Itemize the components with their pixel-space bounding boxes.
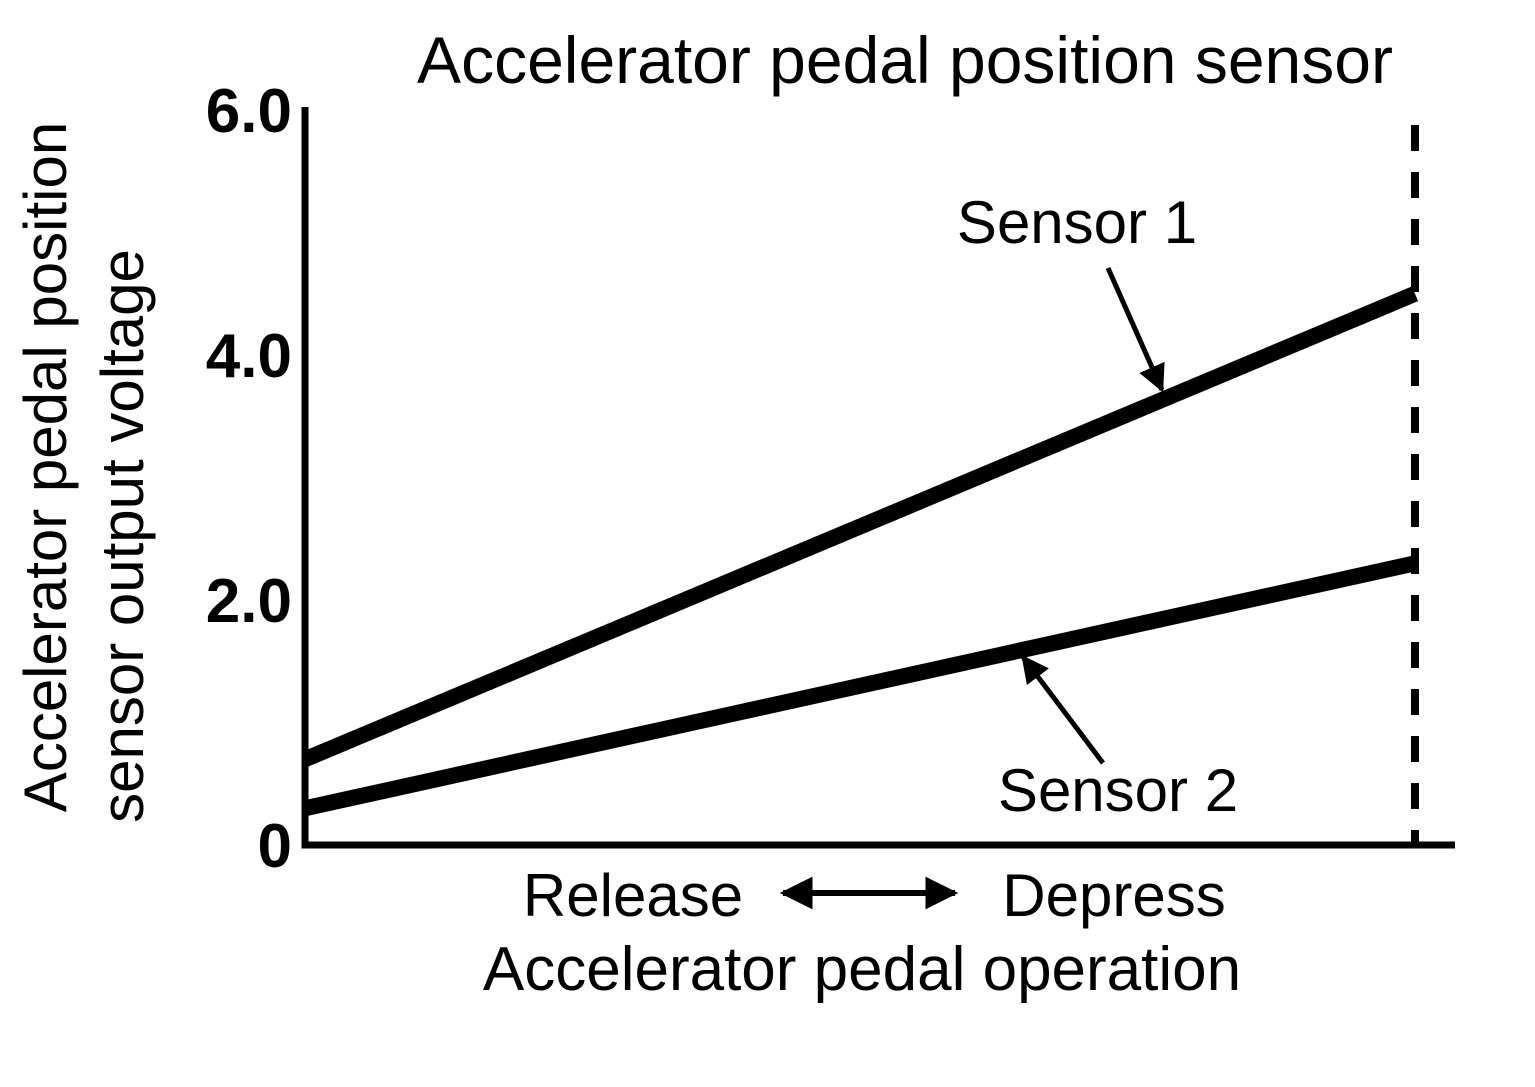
y-axis-label: Accelerator pedal position sensor output… [12, 122, 156, 823]
y-tick-label-6.0: 6.0 [206, 77, 292, 146]
y-tick-label-0: 0 [258, 812, 292, 881]
sensor-2-arrow [1021, 654, 1105, 765]
y-axis-label-line-1: Accelerator pedal position [12, 122, 79, 812]
sensor-2-line [303, 555, 1417, 817]
y-tick-label-2.0: 2.0 [206, 567, 292, 636]
x-axis-title: Accelerator pedal operation [483, 935, 1241, 1004]
chart-title: Accelerator pedal position sensor [417, 23, 1393, 97]
sensor-1-arrow [1105, 266, 1165, 393]
y-axis-label-line-2: sensor output voltage [89, 249, 156, 823]
axes [301, 107, 1455, 849]
x-direction-depress-label: Depress [1002, 862, 1225, 929]
sensor-2-label: Sensor 2 [998, 757, 1238, 824]
sensor-1-label: Sensor 1 [957, 189, 1197, 256]
y-tick-labels: 0 2.0 4.0 6.0 [206, 77, 292, 881]
y-tick-label-4.0: 4.0 [206, 322, 292, 391]
x-direction-release-label: Release [523, 862, 743, 929]
sensor-1-line [301, 286, 1419, 767]
